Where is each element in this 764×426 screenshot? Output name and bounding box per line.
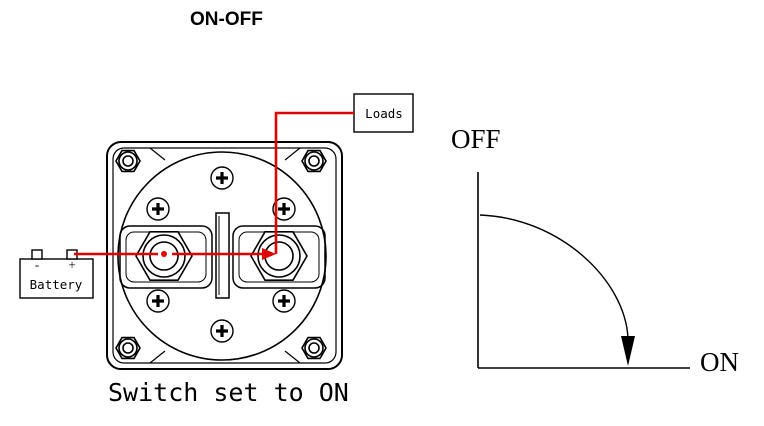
battery-plus-label: + (68, 257, 75, 272)
rotation-indicator (477, 172, 690, 369)
terminal-nut-right (250, 230, 308, 282)
phillips-screws (146, 166, 296, 343)
wire-arrow-head (262, 248, 276, 260)
corner-mounting-nuts (115, 149, 327, 360)
mounting-nut-bottom-left (115, 336, 141, 360)
rotation-arc (479, 214, 629, 339)
rotation-arrow-head (621, 336, 635, 366)
loads-label: Loads (365, 106, 403, 121)
caption: Switch set to ON (108, 378, 349, 407)
terminal-dot-left (161, 251, 167, 257)
mounting-nut-bottom-right (301, 336, 327, 360)
screw-upper-right (272, 197, 296, 221)
mounting-nut-top-left (115, 149, 141, 173)
battery-label: Battery (30, 277, 83, 292)
screw-lower-right (272, 289, 296, 313)
loads-box (353, 93, 414, 133)
screw-upper-left (146, 197, 170, 221)
on-label: ON (700, 347, 739, 377)
screw-bottom (210, 319, 234, 343)
switch-face (117, 151, 327, 361)
battery-symbol (19, 249, 94, 299)
wire-right-terminal-to-loads (274, 111, 354, 254)
red-wires (74, 111, 354, 256)
battery-minus-label: - (35, 257, 39, 272)
off-label: OFF (451, 124, 501, 154)
mounting-nut-top-right (301, 149, 327, 173)
screw-lower-left (146, 289, 170, 313)
center-divider (215, 212, 230, 299)
switch-body (106, 141, 343, 370)
diagram-title: ON-OFF (190, 9, 263, 30)
screw-top (210, 166, 234, 190)
